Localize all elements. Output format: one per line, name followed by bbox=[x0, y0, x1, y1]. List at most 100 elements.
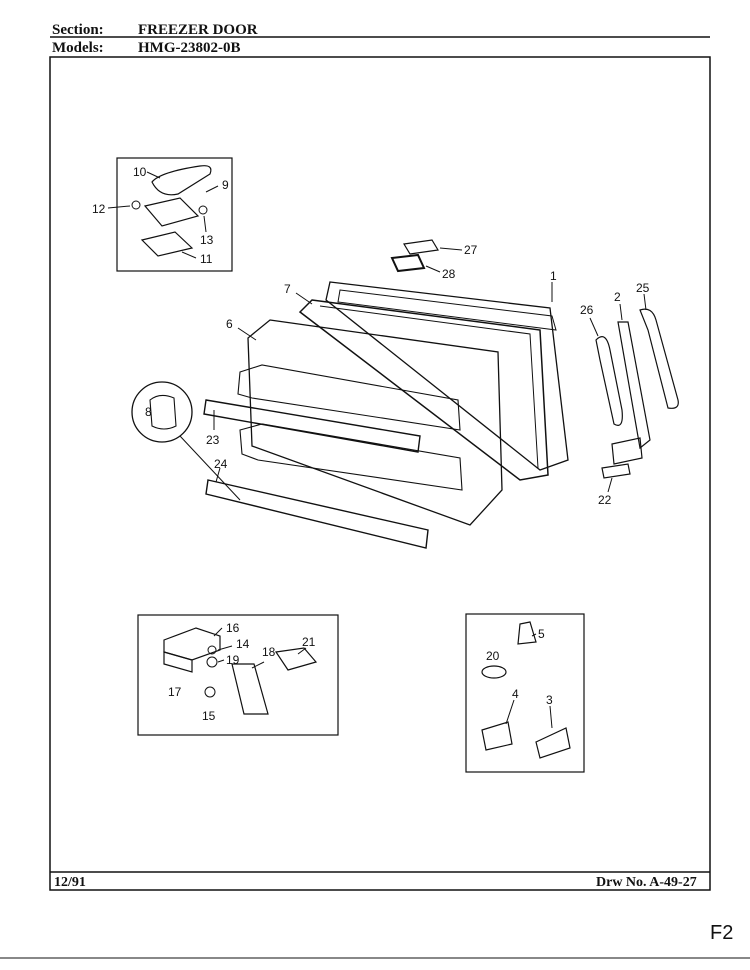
door-gasket bbox=[298, 299, 549, 481]
stop-3 bbox=[535, 727, 571, 759]
door-assembly bbox=[203, 281, 569, 549]
inset-door-stops bbox=[465, 613, 585, 773]
leader bbox=[589, 317, 599, 337]
callout-23: 23 bbox=[206, 433, 220, 447]
callout-7: 7 bbox=[284, 282, 291, 296]
leader bbox=[531, 633, 537, 637]
section-label: Section: bbox=[52, 22, 104, 38]
handle-cover bbox=[151, 165, 212, 196]
leader bbox=[619, 303, 623, 321]
leader bbox=[425, 265, 441, 273]
handle-plate bbox=[143, 197, 200, 227]
callout-1: 1 bbox=[550, 269, 557, 283]
door-outer-panel bbox=[325, 281, 569, 471]
washer-15 bbox=[204, 686, 216, 698]
leader bbox=[295, 292, 313, 305]
callout-10: 10 bbox=[133, 165, 147, 179]
leader bbox=[297, 647, 307, 655]
leader bbox=[205, 185, 219, 193]
leader bbox=[217, 645, 233, 651]
inset-box bbox=[465, 613, 585, 773]
leader bbox=[213, 627, 223, 637]
revision-date: 12/91 bbox=[54, 875, 86, 890]
strap-26 bbox=[595, 336, 623, 426]
small-gaskets bbox=[390, 239, 463, 273]
leader bbox=[251, 661, 265, 669]
callout-24: 24 bbox=[214, 457, 228, 471]
callout-11: 11 bbox=[200, 252, 213, 266]
callout-14: 14 bbox=[236, 637, 250, 651]
door-straps bbox=[589, 293, 679, 493]
leader bbox=[215, 467, 221, 483]
inset-handle-hardware bbox=[107, 157, 233, 272]
callout-26: 26 bbox=[580, 303, 594, 317]
callout-20: 20 bbox=[486, 649, 500, 663]
hinge-16 bbox=[163, 627, 221, 661]
strap-25 bbox=[639, 308, 679, 409]
callout-5: 5 bbox=[538, 627, 545, 641]
strap-bracket bbox=[611, 437, 643, 465]
leader bbox=[549, 705, 553, 729]
shelf-bar-24 bbox=[205, 479, 429, 549]
drawing-number: Drw No. A-49-27 bbox=[596, 875, 697, 890]
section-value: FREEZER DOOR bbox=[138, 22, 258, 38]
gasket-28 bbox=[390, 253, 426, 273]
part-21 bbox=[274, 647, 318, 671]
plug-5 bbox=[517, 621, 537, 645]
leader bbox=[643, 293, 647, 311]
leader bbox=[439, 247, 463, 251]
corner-mark: F2 bbox=[710, 922, 734, 944]
callout-3: 3 bbox=[546, 693, 553, 707]
detail-leader bbox=[179, 435, 241, 501]
pin-19 bbox=[206, 656, 218, 668]
spacer-plate bbox=[140, 231, 194, 257]
strap-2 bbox=[617, 321, 651, 450]
leader bbox=[237, 327, 257, 341]
callout-13: 13 bbox=[200, 233, 214, 247]
detail-circle bbox=[131, 381, 193, 443]
callout-16: 16 bbox=[226, 621, 240, 635]
liner-shelf-upper bbox=[237, 364, 461, 431]
callout-18: 18 bbox=[262, 645, 276, 659]
models-value: HMG-23802-0B bbox=[138, 40, 241, 56]
callout-2: 2 bbox=[614, 290, 621, 304]
callout-19: 19 bbox=[226, 653, 240, 667]
gasket-27 bbox=[403, 239, 439, 255]
callout-9: 9 bbox=[222, 178, 229, 192]
callout-8: 8 bbox=[145, 405, 152, 419]
screw-head bbox=[131, 200, 141, 210]
washer bbox=[198, 205, 208, 215]
cap-20 bbox=[481, 665, 507, 679]
callout-21: 21 bbox=[302, 635, 316, 649]
door-gasket-inner bbox=[319, 305, 539, 469]
door-liner bbox=[247, 319, 503, 526]
leader bbox=[107, 205, 131, 209]
shelf-clip bbox=[149, 394, 177, 430]
inset-box bbox=[116, 157, 233, 272]
callout-28: 28 bbox=[442, 267, 456, 281]
washer-14 bbox=[207, 645, 217, 655]
plate-18 bbox=[231, 663, 269, 715]
callout-27: 27 bbox=[464, 243, 478, 257]
leader bbox=[505, 699, 515, 725]
drawing-frame bbox=[49, 56, 711, 891]
callout-17: 17 bbox=[168, 685, 182, 699]
shelf-clip-detail bbox=[131, 381, 241, 501]
callout-6: 6 bbox=[226, 317, 233, 331]
callout-12: 12 bbox=[92, 202, 106, 216]
leader bbox=[203, 215, 207, 233]
part-22 bbox=[601, 463, 631, 479]
callout-15: 15 bbox=[202, 709, 216, 723]
leader bbox=[181, 251, 197, 259]
leader bbox=[607, 477, 613, 493]
inset-hinge-hardware bbox=[137, 614, 339, 736]
door-outer-flange bbox=[337, 289, 557, 331]
inset-box bbox=[137, 614, 339, 736]
liner-shelf-lower bbox=[239, 423, 463, 491]
stop-4 bbox=[481, 721, 513, 751]
hinge-17 bbox=[163, 651, 193, 673]
leader bbox=[146, 171, 161, 179]
callout-25: 25 bbox=[636, 281, 650, 295]
callout-22: 22 bbox=[598, 493, 612, 507]
